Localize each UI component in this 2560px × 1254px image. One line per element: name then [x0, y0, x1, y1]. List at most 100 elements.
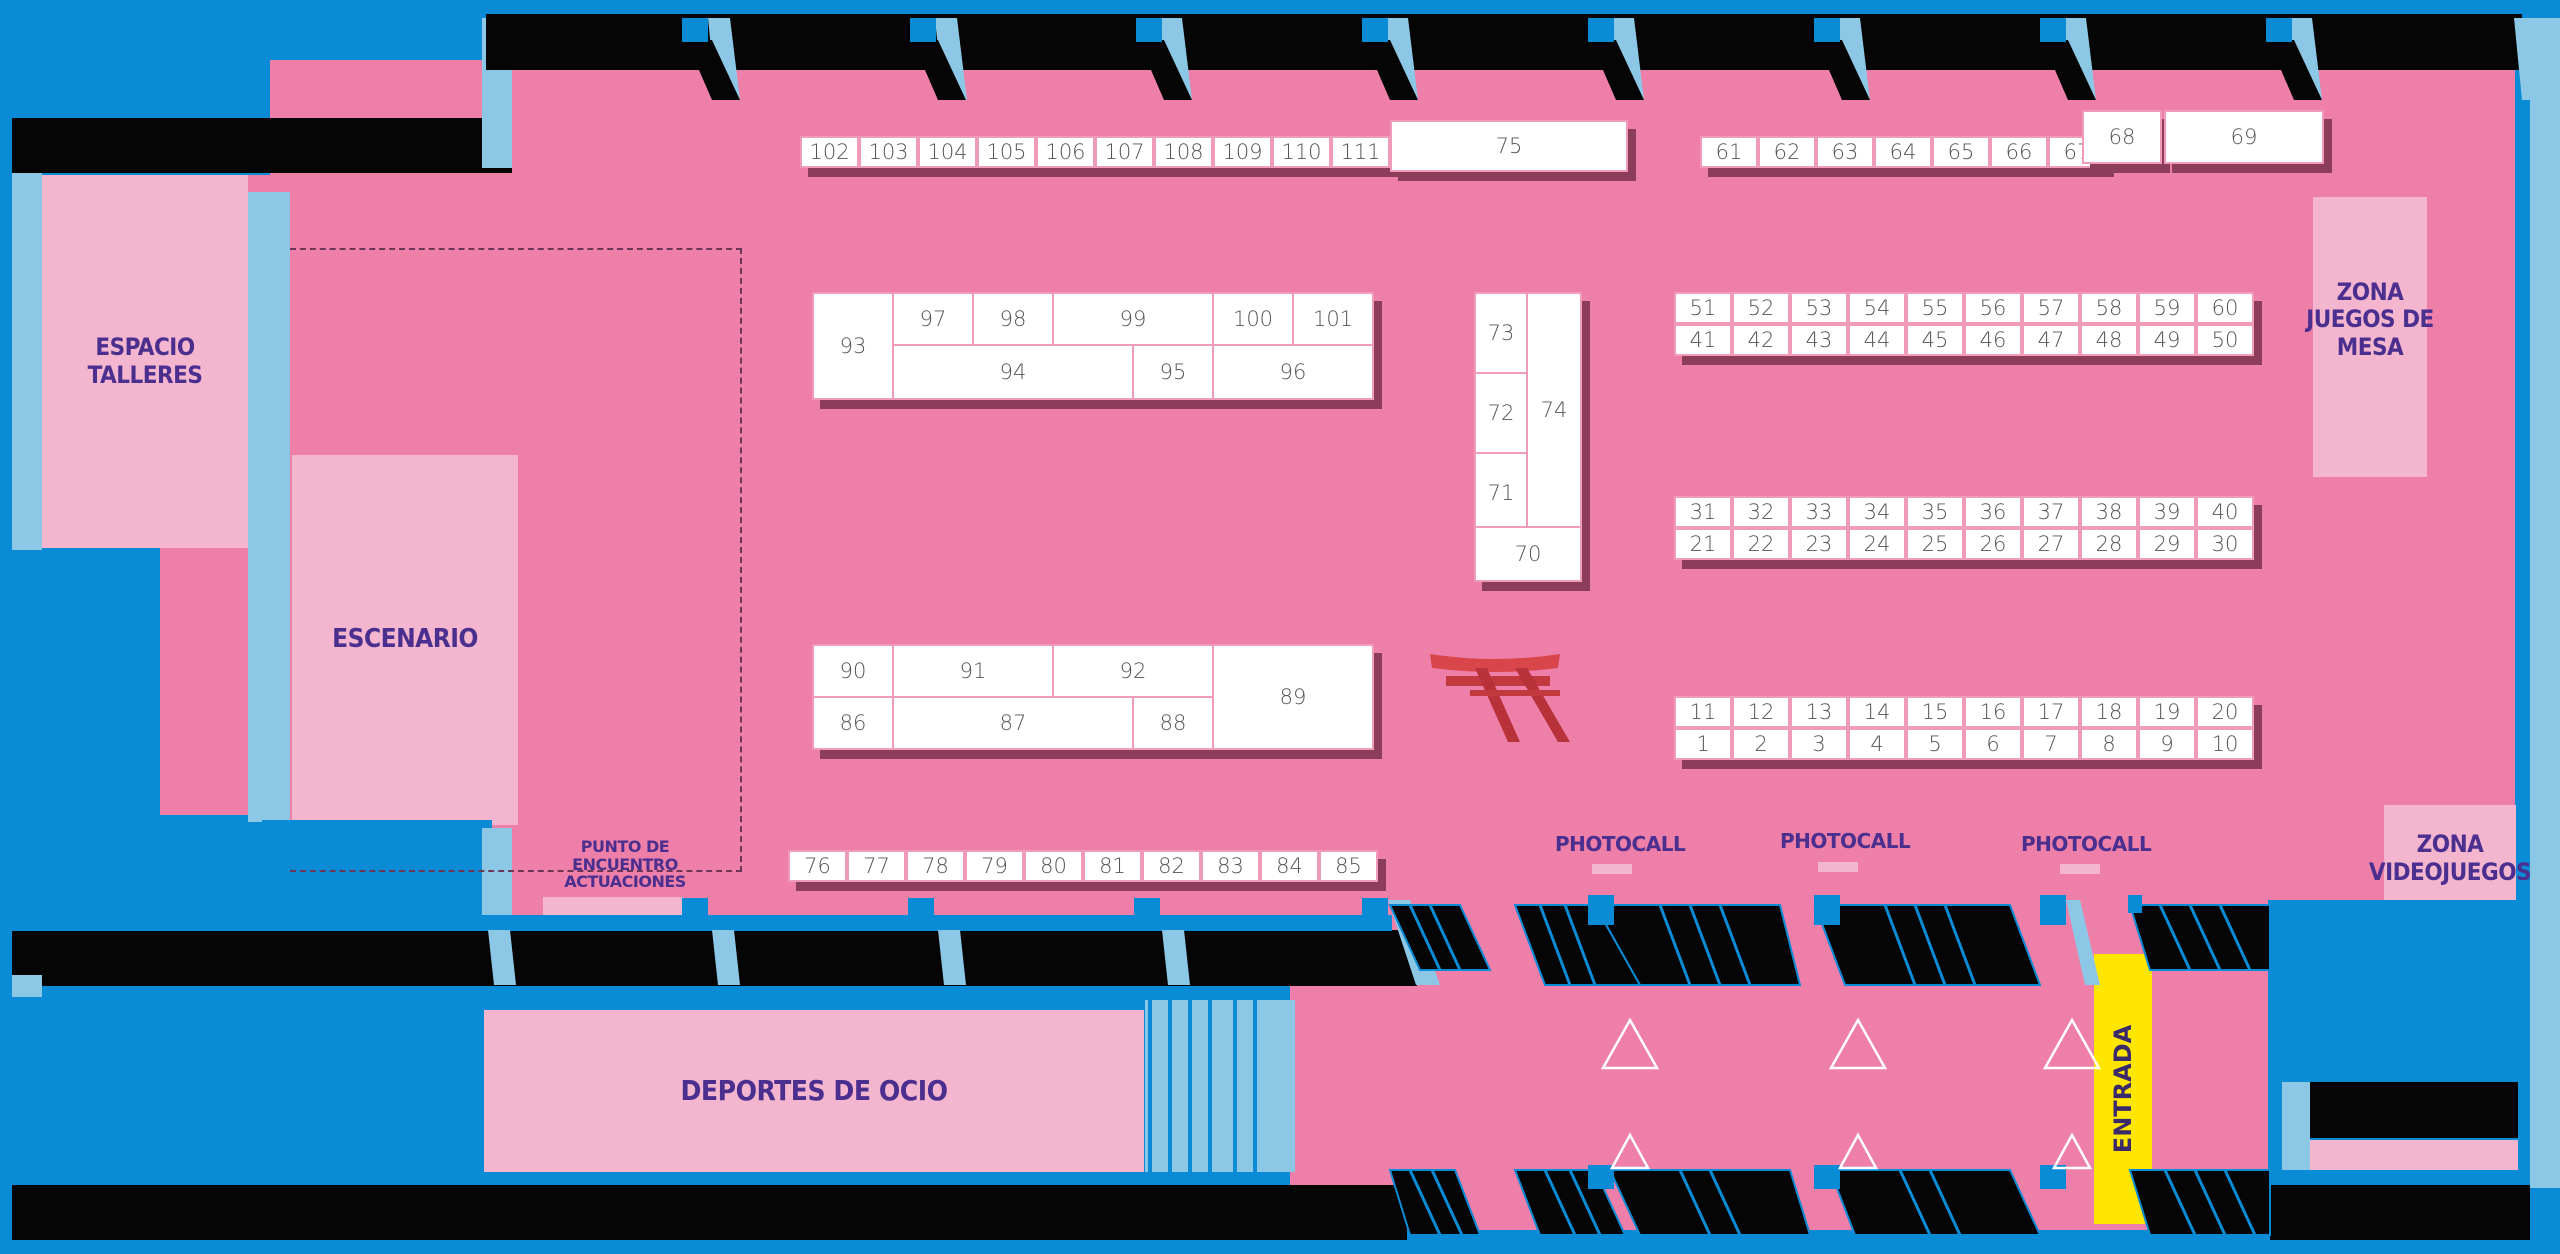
booth-58[interactable]: 58 — [2080, 292, 2138, 324]
booth-55[interactable]: 55 — [1906, 292, 1964, 324]
booth-64[interactable]: 64 — [1874, 136, 1932, 168]
booth-62[interactable]: 62 — [1758, 136, 1816, 168]
booth-16[interactable]: 16 — [1964, 696, 2022, 728]
booth-86[interactable]: 86 — [812, 696, 894, 750]
booth-74[interactable]: 74 — [1526, 292, 1582, 528]
booth-41[interactable]: 41 — [1674, 324, 1732, 356]
booth-67[interactable]: 67 — [2048, 136, 2106, 168]
booth-44[interactable]: 44 — [1848, 324, 1906, 356]
booth-32[interactable]: 32 — [1732, 496, 1790, 528]
booth-93[interactable]: 93 — [812, 292, 894, 400]
booth-47[interactable]: 47 — [2022, 324, 2080, 356]
booth-36[interactable]: 36 — [1964, 496, 2022, 528]
booth-7[interactable]: 7 — [2022, 728, 2080, 760]
booth-73[interactable]: 73 — [1474, 292, 1528, 374]
booth-25[interactable]: 25 — [1906, 528, 1964, 560]
booth-5[interactable]: 5 — [1906, 728, 1964, 760]
booth-23[interactable]: 23 — [1790, 528, 1848, 560]
booth-66[interactable]: 66 — [1990, 136, 2048, 168]
booth-97[interactable]: 97 — [892, 292, 974, 346]
booth-77[interactable]: 77 — [847, 850, 906, 882]
booth-31[interactable]: 31 — [1674, 496, 1732, 528]
booth-40[interactable]: 40 — [2196, 496, 2254, 528]
booth-71[interactable]: 71 — [1474, 452, 1528, 534]
booth-14[interactable]: 14 — [1848, 696, 1906, 728]
booth-1[interactable]: 1 — [1674, 728, 1732, 760]
booth-98[interactable]: 98 — [972, 292, 1054, 346]
booth-69[interactable]: 69 — [2164, 110, 2324, 164]
booth-3[interactable]: 3 — [1790, 728, 1848, 760]
booth-38[interactable]: 38 — [2080, 496, 2138, 528]
booth-63[interactable]: 63 — [1816, 136, 1874, 168]
booth-99[interactable]: 99 — [1052, 292, 1214, 346]
booth-96[interactable]: 96 — [1212, 344, 1374, 400]
booth-81[interactable]: 81 — [1083, 850, 1142, 882]
booth-28[interactable]: 28 — [2080, 528, 2138, 560]
booth-8[interactable]: 8 — [2080, 728, 2138, 760]
booth-17[interactable]: 17 — [2022, 696, 2080, 728]
booth-51[interactable]: 51 — [1674, 292, 1732, 324]
booth-82[interactable]: 82 — [1142, 850, 1201, 882]
booth-12[interactable]: 12 — [1732, 696, 1790, 728]
booth-60[interactable]: 60 — [2196, 292, 2254, 324]
booth-101[interactable]: 101 — [1292, 292, 1374, 346]
booth-43[interactable]: 43 — [1790, 324, 1848, 356]
booth-30[interactable]: 30 — [2196, 528, 2254, 560]
booth-90[interactable]: 90 — [812, 644, 894, 698]
booth-88[interactable]: 88 — [1132, 696, 1214, 750]
booth-83[interactable]: 83 — [1201, 850, 1260, 882]
booth-19[interactable]: 19 — [2138, 696, 2196, 728]
booth-111[interactable]: 111 — [1331, 136, 1390, 168]
booth-6[interactable]: 6 — [1964, 728, 2022, 760]
booth-92[interactable]: 92 — [1052, 644, 1214, 698]
booth-100[interactable]: 100 — [1212, 292, 1294, 346]
booth-57[interactable]: 57 — [2022, 292, 2080, 324]
booth-61[interactable]: 61 — [1700, 136, 1758, 168]
booth-84[interactable]: 84 — [1260, 850, 1319, 882]
booth-9[interactable]: 9 — [2138, 728, 2196, 760]
booth-4[interactable]: 4 — [1848, 728, 1906, 760]
booth-85[interactable]: 85 — [1319, 850, 1378, 882]
booth-45[interactable]: 45 — [1906, 324, 1964, 356]
booth-103[interactable]: 103 — [859, 136, 918, 168]
booth-35[interactable]: 35 — [1906, 496, 1964, 528]
booth-2[interactable]: 2 — [1732, 728, 1790, 760]
booth-22[interactable]: 22 — [1732, 528, 1790, 560]
booth-76[interactable]: 76 — [788, 850, 847, 882]
booth-79[interactable]: 79 — [965, 850, 1024, 882]
booth-21[interactable]: 21 — [1674, 528, 1732, 560]
booth-72[interactable]: 72 — [1474, 372, 1528, 454]
booth-46[interactable]: 46 — [1964, 324, 2022, 356]
booth-13[interactable]: 13 — [1790, 696, 1848, 728]
booth-80[interactable]: 80 — [1024, 850, 1083, 882]
booth-68[interactable]: 68 — [2082, 110, 2162, 164]
booth-70[interactable]: 70 — [1474, 526, 1582, 582]
booth-37[interactable]: 37 — [2022, 496, 2080, 528]
booth-87[interactable]: 87 — [892, 696, 1134, 750]
booth-53[interactable]: 53 — [1790, 292, 1848, 324]
booth-15[interactable]: 15 — [1906, 696, 1964, 728]
booth-78[interactable]: 78 — [906, 850, 965, 882]
booth-95[interactable]: 95 — [1132, 344, 1214, 400]
booth-106[interactable]: 106 — [1036, 136, 1095, 168]
booth-59[interactable]: 59 — [2138, 292, 2196, 324]
booth-34[interactable]: 34 — [1848, 496, 1906, 528]
booth-94[interactable]: 94 — [892, 344, 1134, 400]
booth-75[interactable]: 75 — [1390, 120, 1628, 172]
booth-107[interactable]: 107 — [1095, 136, 1154, 168]
booth-33[interactable]: 33 — [1790, 496, 1848, 528]
booth-110[interactable]: 110 — [1272, 136, 1331, 168]
booth-54[interactable]: 54 — [1848, 292, 1906, 324]
booth-18[interactable]: 18 — [2080, 696, 2138, 728]
booth-49[interactable]: 49 — [2138, 324, 2196, 356]
booth-42[interactable]: 42 — [1732, 324, 1790, 356]
booth-104[interactable]: 104 — [918, 136, 977, 168]
booth-26[interactable]: 26 — [1964, 528, 2022, 560]
booth-27[interactable]: 27 — [2022, 528, 2080, 560]
booth-24[interactable]: 24 — [1848, 528, 1906, 560]
booth-91[interactable]: 91 — [892, 644, 1054, 698]
booth-48[interactable]: 48 — [2080, 324, 2138, 356]
booth-39[interactable]: 39 — [2138, 496, 2196, 528]
booth-105[interactable]: 105 — [977, 136, 1036, 168]
booth-11[interactable]: 11 — [1674, 696, 1732, 728]
